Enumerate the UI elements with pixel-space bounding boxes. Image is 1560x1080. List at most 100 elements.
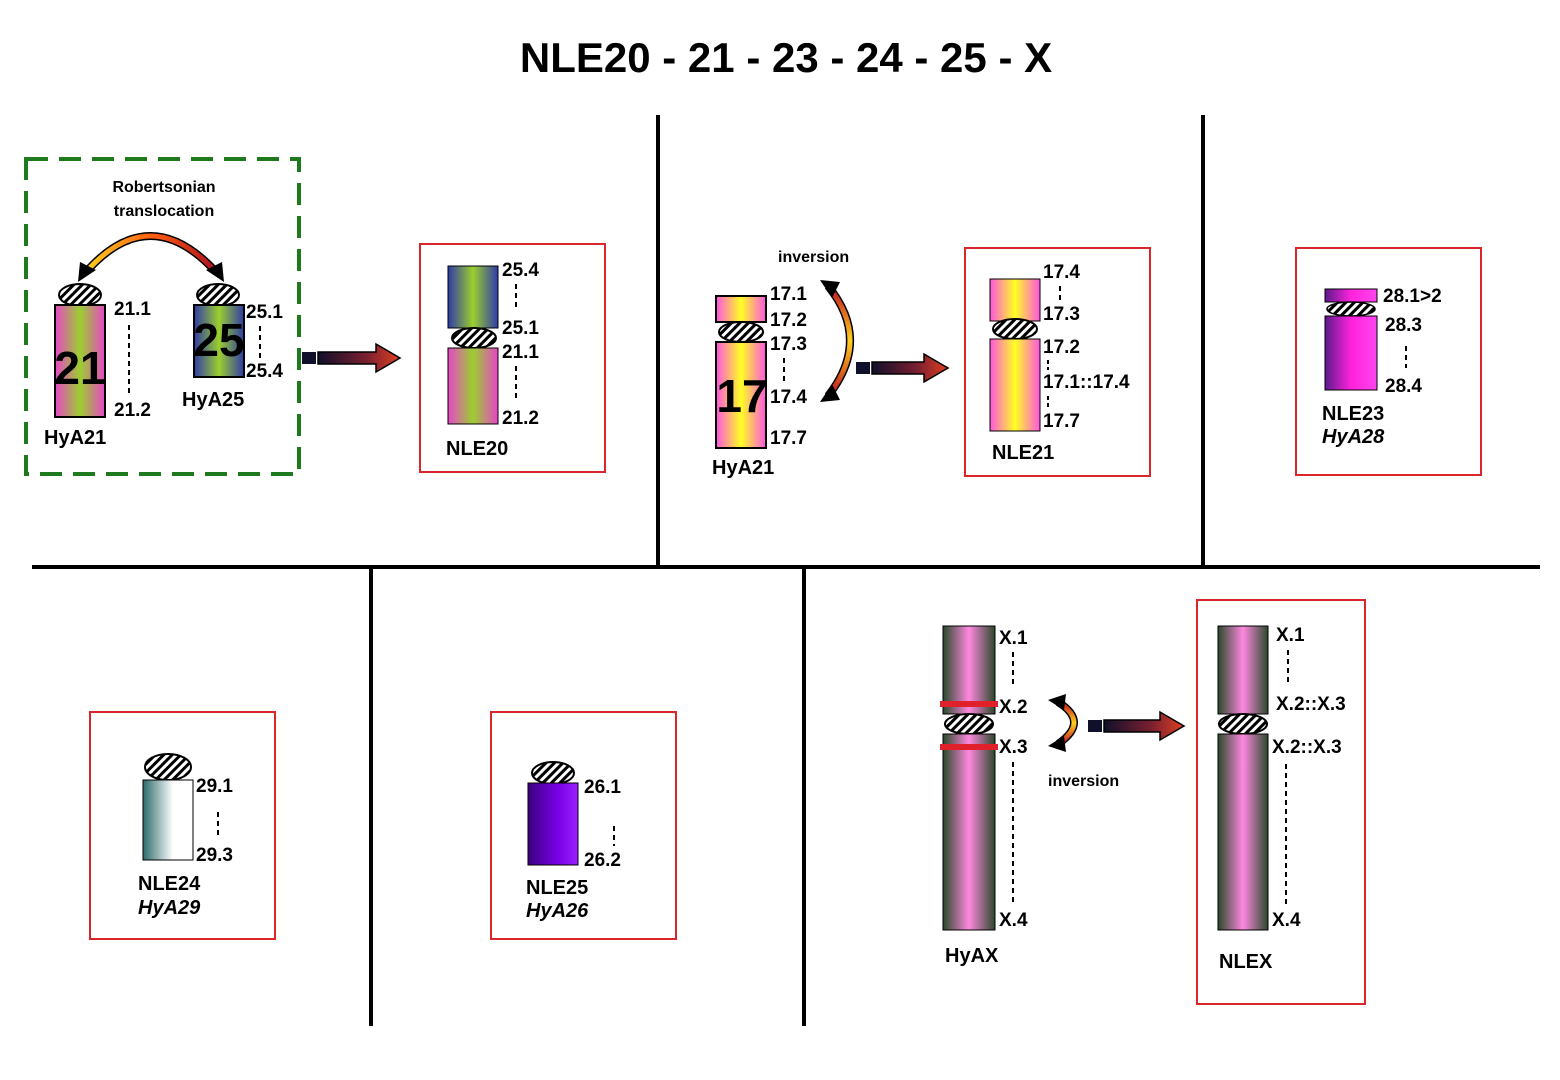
chromosome-number-21: 21 <box>54 342 105 394</box>
chromosome-short-arm <box>1324 288 1378 303</box>
centromere-icon <box>992 318 1038 340</box>
chromosome-long-arm <box>1217 733 1269 931</box>
band-label: 17.1 <box>770 284 807 305</box>
band-label: X.2::X.3 <box>1276 694 1346 715</box>
chromosome-name: HyA25 <box>182 389 244 411</box>
centromere-icon <box>58 283 102 307</box>
centromere-icon <box>144 753 192 781</box>
chromosome-short-arm <box>1217 625 1269 715</box>
centromere-icon <box>1326 301 1376 317</box>
chromosome-arm-25 <box>447 265 499 329</box>
chromosome-long-arm <box>942 733 996 931</box>
chromosome-long-arm <box>1324 315 1378 391</box>
band-label: X.2 <box>999 697 1028 718</box>
translocation-label-line2: translocation <box>114 203 214 220</box>
inversion-arrow <box>826 284 853 398</box>
result-name: NLE24 <box>138 873 201 895</box>
chromosome-name: HyA21 <box>44 427 106 449</box>
band-label: X.3 <box>999 737 1028 758</box>
band-label: 21.2 <box>114 400 151 421</box>
panel-nle21: inversion 17 17.1 17.2 17.3 17.4 17.7 Hy… <box>712 247 1151 479</box>
result-name: NLEX <box>1219 951 1273 973</box>
band-label: 17.4 <box>1043 262 1080 283</box>
result-frame-nle21 <box>964 247 1151 477</box>
hya-name: HyA29 <box>138 897 201 919</box>
centromere-icon <box>531 761 575 785</box>
panel-nle20: Robertsonian translocation 21 21.1 21.2 … <box>24 157 606 476</box>
result-name: NLE23 <box>1322 403 1384 425</box>
band-label: 17.2 <box>1043 337 1080 358</box>
chromosome-name: HyA21 <box>712 457 774 479</box>
chromosome-nle25 <box>527 782 579 866</box>
band-label: X.4 <box>999 910 1028 931</box>
band-label: 25.4 <box>246 361 283 382</box>
chromosome-arm-21 <box>447 347 499 425</box>
translocation-box <box>24 157 301 476</box>
band-label: 28.3 <box>1385 315 1422 336</box>
chromosome-short-arm <box>715 295 767 323</box>
translocation-label-line1: Robertsonian <box>112 179 215 196</box>
band-label: X.1 <box>999 628 1028 649</box>
right-arrow-icon <box>871 352 950 384</box>
result-frame-nlex <box>1196 599 1366 1005</box>
band-label: 29.3 <box>196 845 233 866</box>
band-label: 29.1 <box>196 776 233 797</box>
chromosome-long-arm <box>715 341 767 449</box>
band-label: 26.2 <box>584 850 621 871</box>
band-label: 17.1::17.4 <box>1043 372 1130 393</box>
band-label: 17.2 <box>770 310 807 331</box>
panel-dividers <box>32 115 1540 1026</box>
chromosome-short-arm <box>942 625 996 715</box>
band-label: 28.1>2 <box>1383 286 1442 307</box>
inversion-label: inversion <box>778 249 849 266</box>
band-label: 17.4 <box>770 387 807 408</box>
panel-nle23: 28.1>2 28.3 28.4 NLE23 HyA28 <box>1295 247 1482 476</box>
chromosome-hya21 <box>54 304 106 418</box>
band-label: 26.1 <box>584 777 621 798</box>
band-label: 17.3 <box>770 334 807 355</box>
panel-nle25: 26.1 26.2 NLE25 HyA26 <box>490 711 677 940</box>
centromere-icon <box>1218 713 1268 735</box>
panel-nlex: X.1 X.2 X.3 X.4 HyAX inversion X.1 X.2::… <box>940 599 1366 1005</box>
right-arrow-icon <box>1103 710 1186 742</box>
centromere-icon <box>196 283 240 307</box>
chromosome-hya25 <box>193 304 245 378</box>
translocation-arrow <box>84 233 218 274</box>
band-label: X.1 <box>1276 625 1305 646</box>
result-name: NLE20 <box>446 438 508 460</box>
centromere-icon <box>451 327 497 349</box>
chromosome-name: HyAX <box>945 945 999 967</box>
result-frame-nle25 <box>490 711 677 940</box>
page-title: NLE20 - 21 - 23 - 24 - 25 - X <box>520 34 1052 81</box>
band-label: 21.1 <box>502 342 539 363</box>
band-label: X.2::X.3 <box>1272 737 1342 758</box>
band-label: 25.1 <box>502 318 539 339</box>
result-frame-nle24 <box>89 711 276 940</box>
chromosome-number-17: 17 <box>716 370 767 422</box>
band-label: 25.1 <box>246 302 283 323</box>
centromere-icon <box>944 713 994 735</box>
right-arrow-icon <box>317 342 402 374</box>
result-frame-nle23 <box>1295 247 1482 476</box>
centromere-icon <box>718 321 764 343</box>
hya-name: HyA26 <box>526 900 589 922</box>
inversion-label: inversion <box>1048 773 1119 790</box>
band-label: 25.4 <box>502 260 539 281</box>
panel-nle24: 29.1 29.3 NLE24 HyA29 <box>89 711 276 940</box>
band-label: 17.7 <box>770 428 807 449</box>
chromosome-number-25: 25 <box>193 314 244 366</box>
result-name: NLE25 <box>526 877 588 899</box>
result-frame-nle20 <box>419 243 606 473</box>
hya-name: HyA28 <box>1322 426 1385 448</box>
chromosome-short-arm <box>989 278 1041 322</box>
band-label: 28.4 <box>1385 376 1422 397</box>
band-label: 21.2 <box>502 408 539 429</box>
band-label: X.4 <box>1272 910 1301 931</box>
band-label: 21.1 <box>114 299 151 320</box>
band-label: 17.7 <box>1043 411 1080 432</box>
result-name: NLE21 <box>992 442 1054 464</box>
band-label: 17.3 <box>1043 304 1080 325</box>
chromosome-long-arm <box>989 338 1041 432</box>
chromosome-nle24 <box>142 779 194 861</box>
